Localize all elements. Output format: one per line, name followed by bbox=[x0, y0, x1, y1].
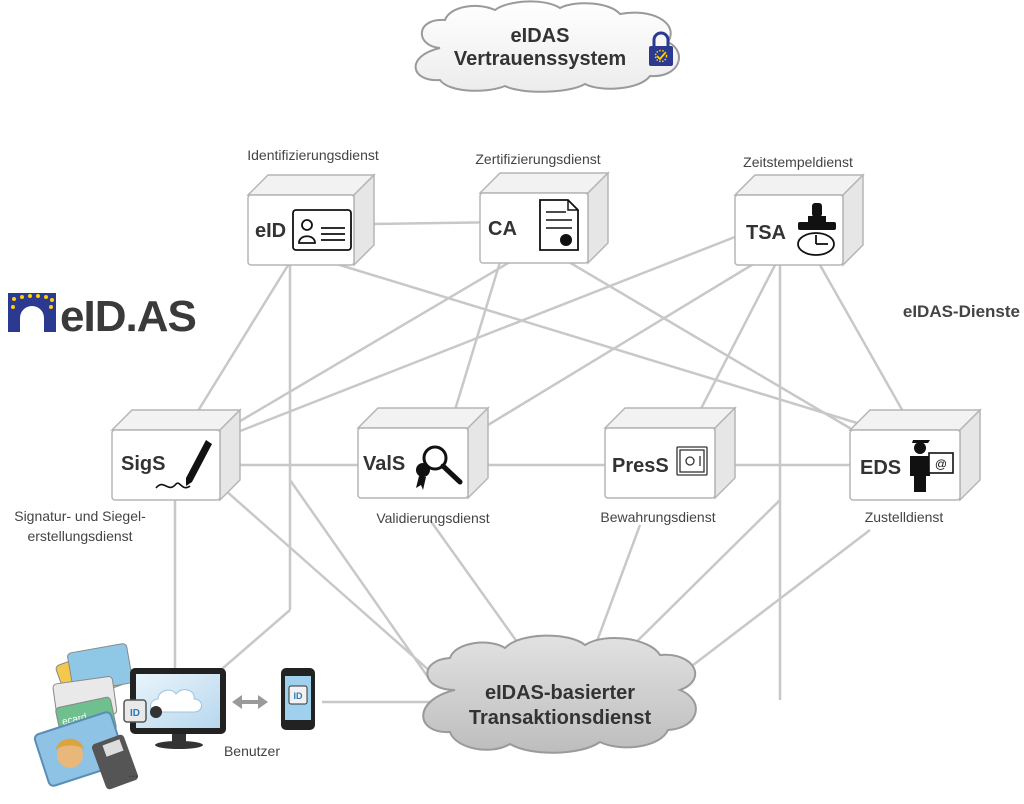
eidas-logo-text: eID.AS bbox=[60, 292, 196, 341]
node-eds[interactable]: EDS @ bbox=[848, 408, 982, 502]
trust-cloud-title-line1: eIDAS bbox=[511, 25, 570, 47]
pen-signature-icon bbox=[155, 440, 212, 489]
monitor-icon: ID bbox=[123, 668, 226, 749]
node-tsa[interactable]: TSA bbox=[733, 173, 865, 267]
id-card-icon bbox=[292, 209, 352, 251]
connection-lines bbox=[173, 220, 907, 704]
courier-email-icon: @ bbox=[910, 440, 954, 492]
trust-system-cloud: eIDAS Vertrauenssystem bbox=[414, 0, 680, 93]
caption-identifizierungsdienst: Identifizierungsdienst bbox=[247, 147, 379, 163]
node-vals-label: ValS bbox=[363, 453, 405, 475]
caption-zeitstempeldienst: Zeitstempeldienst bbox=[743, 154, 853, 170]
node-eds-label: EDS bbox=[860, 457, 901, 479]
node-eid[interactable]: eID bbox=[246, 173, 376, 267]
svg-text:@: @ bbox=[935, 457, 947, 471]
caption-validierungsdienst: Validierungsdienst bbox=[376, 510, 489, 526]
node-vals[interactable]: ValS bbox=[356, 406, 490, 500]
user-label: Benutzer bbox=[224, 743, 280, 759]
node-sigs[interactable]: SigS bbox=[110, 408, 242, 502]
id-cards-stack-icon: ecard ... bbox=[33, 643, 139, 790]
node-ca-label: CA bbox=[488, 218, 517, 240]
time-stamp-icon bbox=[797, 203, 836, 256]
services-heading: eIDAS-Dienste bbox=[903, 302, 1020, 321]
caption-signatur-line1: Signatur- und Siegel- bbox=[14, 508, 146, 524]
caption-zustelldienst: Zustelldienst bbox=[865, 509, 944, 525]
monitor-id-badge: ID bbox=[130, 708, 140, 719]
node-tsa-label: TSA bbox=[746, 222, 786, 244]
safe-icon bbox=[676, 446, 708, 476]
phone-id-badge: ID bbox=[294, 691, 304, 701]
certificate-icon bbox=[539, 199, 579, 251]
caption-bewahrungsdienst: Bewahrungsdienst bbox=[600, 509, 715, 525]
node-eid-label: eID bbox=[255, 220, 286, 242]
caption-signatur-line2: erstellungsdienst bbox=[27, 528, 132, 544]
transaction-cloud-line2: Transaktionsdienst bbox=[469, 707, 652, 729]
node-press[interactable]: PresS bbox=[603, 406, 737, 500]
node-sigs-label: SigS bbox=[121, 453, 165, 475]
node-press-label: PresS bbox=[612, 455, 669, 477]
sync-arrow-icon bbox=[232, 695, 268, 709]
ellipsis-text: ... bbox=[128, 766, 138, 780]
transaction-cloud-line1: eIDAS-basierter bbox=[485, 682, 635, 704]
node-ca[interactable]: CA bbox=[478, 171, 610, 265]
eidas-logo: eID.AS bbox=[8, 292, 197, 341]
caption-zertifizierungsdienst: Zertifizierungsdienst bbox=[475, 151, 600, 167]
trust-cloud-title-line2: Vertrauenssystem bbox=[454, 48, 626, 70]
user-device-cluster: ecard ... ID bbox=[33, 643, 315, 790]
padlock-icon bbox=[649, 31, 673, 66]
transaction-service-cloud[interactable]: eIDAS-basierter Transaktionsdienst bbox=[422, 634, 697, 754]
magnifier-seal-icon bbox=[416, 445, 463, 490]
smartphone-icon: ID bbox=[281, 668, 315, 730]
eu-stars-icon bbox=[11, 294, 54, 309]
